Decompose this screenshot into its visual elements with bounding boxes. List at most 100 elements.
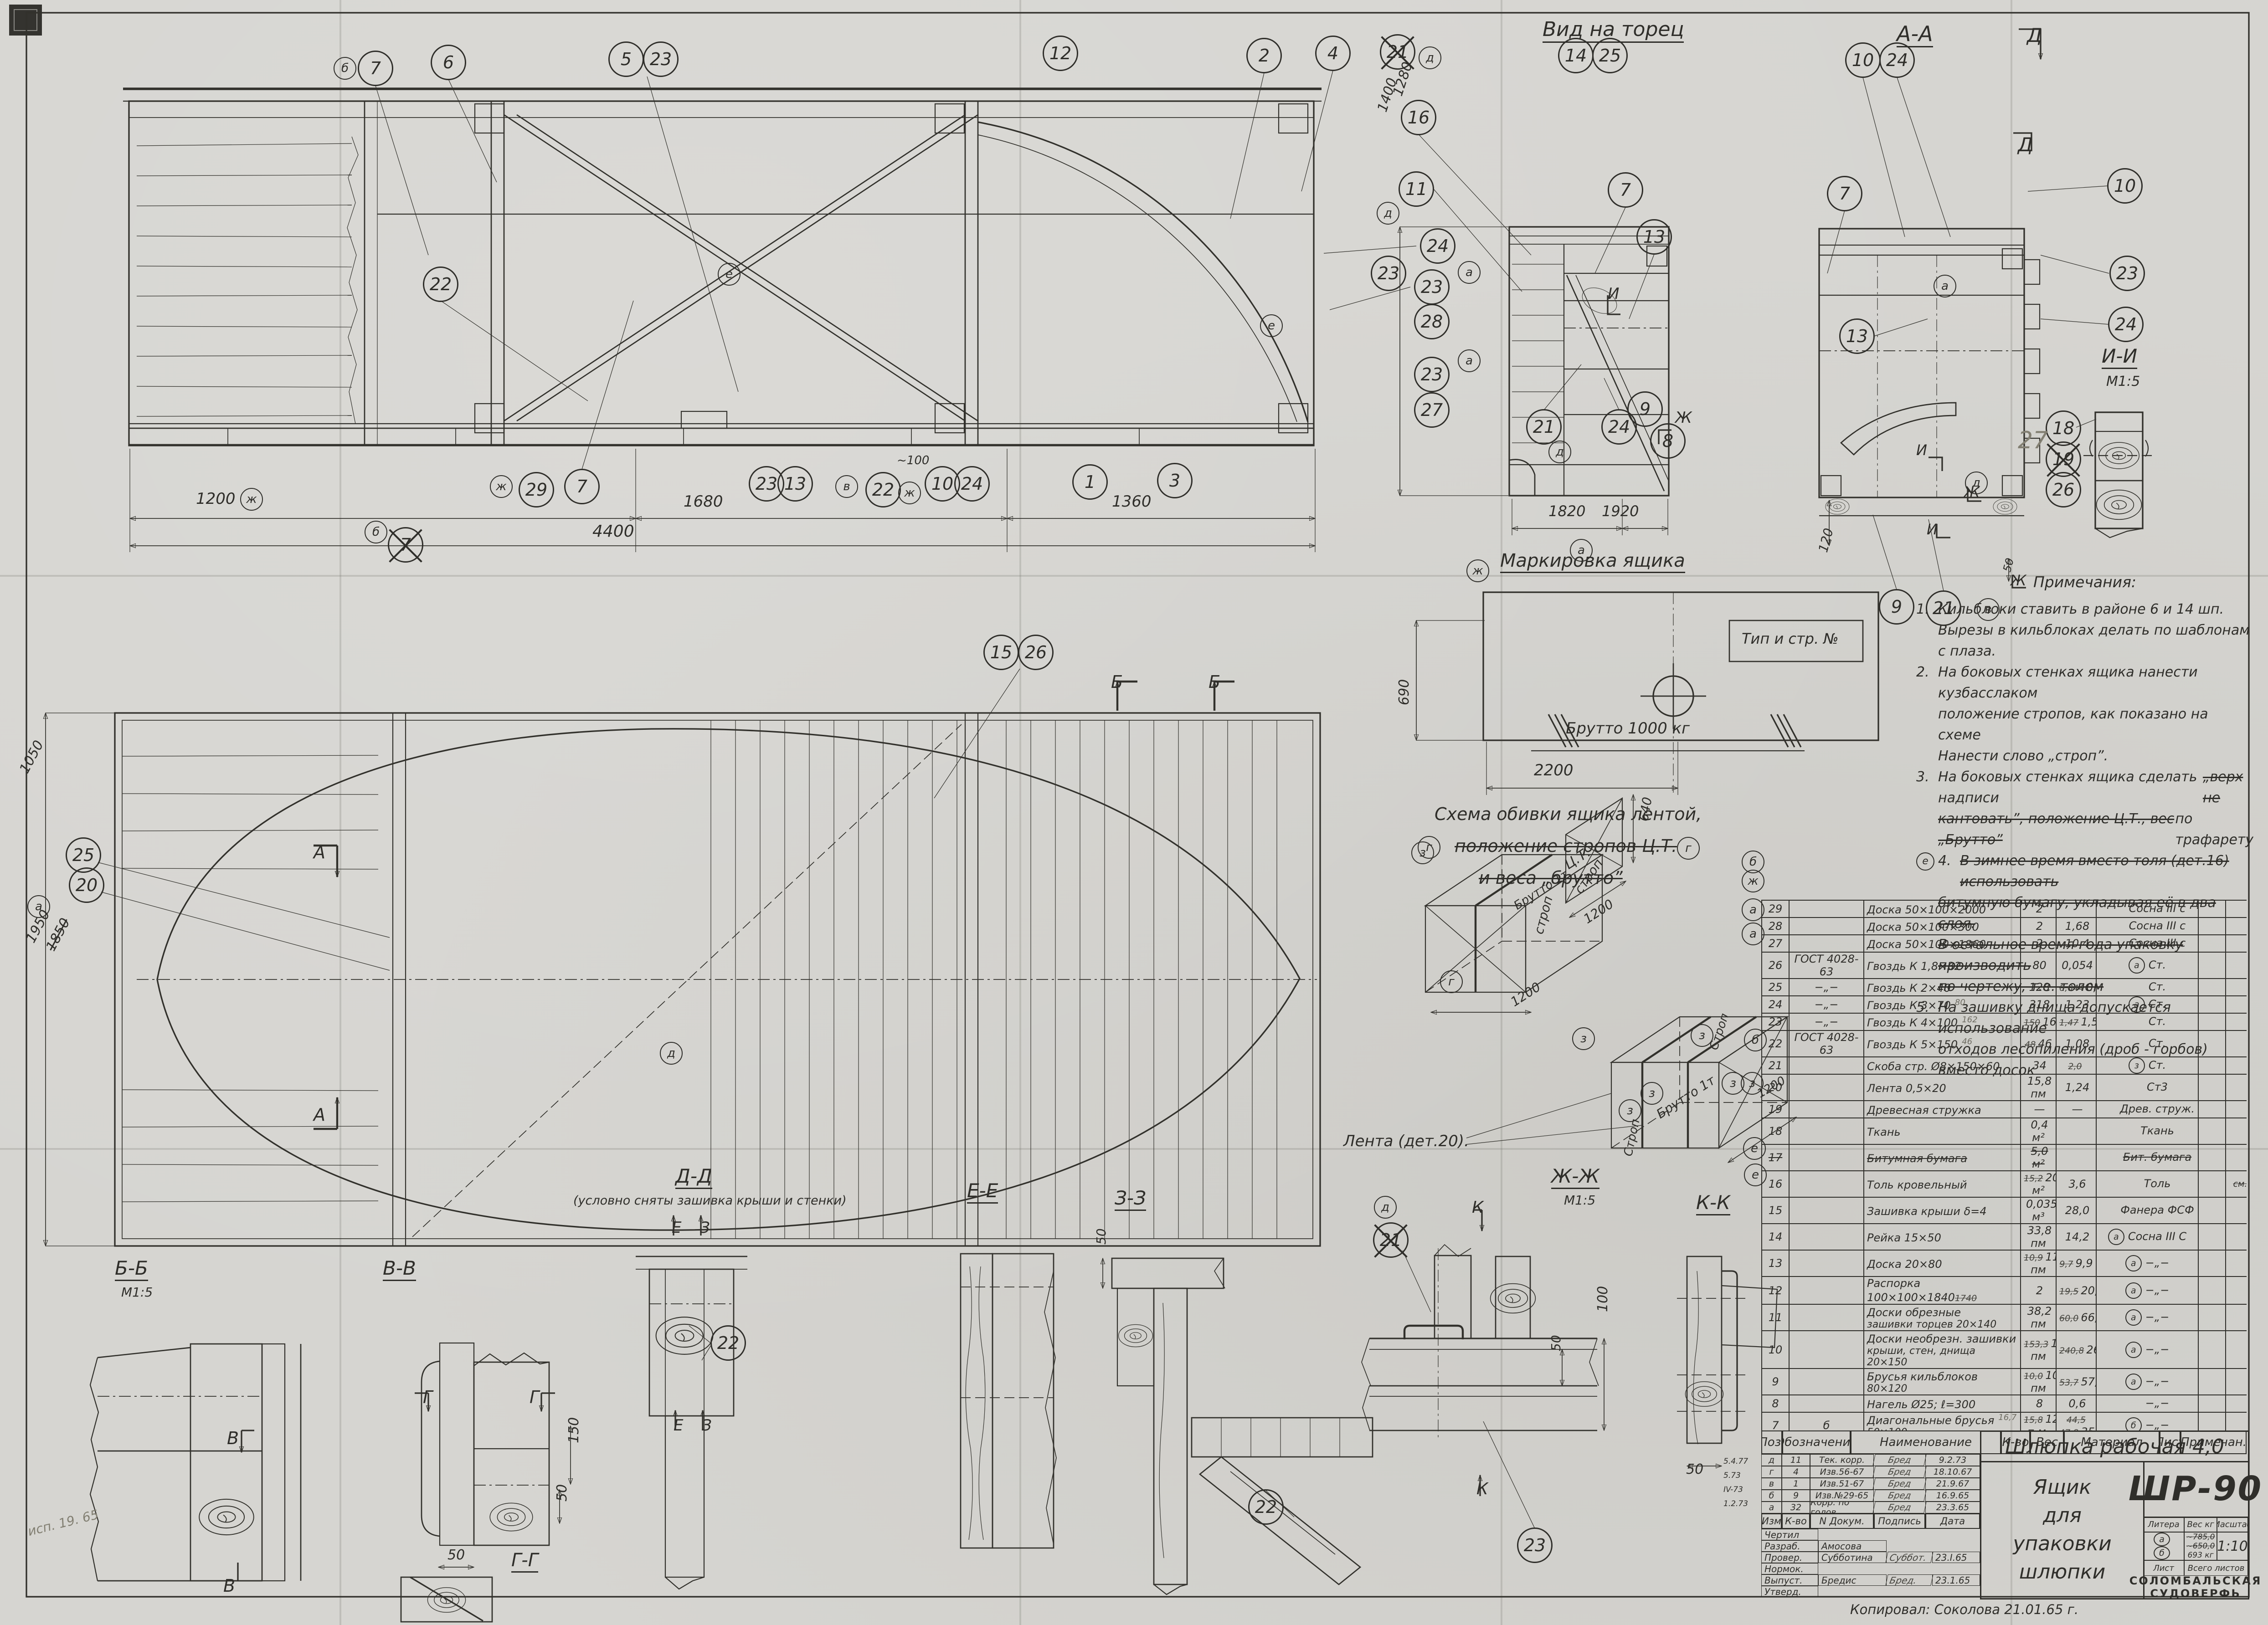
callout-13: 13 [1636, 219, 1672, 255]
note-number: 3. [1916, 769, 1929, 785]
view-label: А-А [1897, 23, 1933, 48]
view-label: Ж-Ж [1551, 1166, 1599, 1189]
text-label: положение стропов Ц.Т. [1455, 836, 1677, 856]
callout-9: 9 [1627, 391, 1663, 427]
note-text: положение стропов, как показано на схеме [1938, 706, 2208, 743]
callout-10: 10 [2107, 168, 2143, 204]
rev-column-header: Подпись [1874, 1513, 1925, 1529]
callout-1: 1 [1072, 464, 1108, 500]
note-line: 1.Кильблоки ставить в районе 6 и 14 шп. [1916, 599, 2253, 620]
text-label: З [700, 1219, 710, 1237]
staff-role: Провер. [1761, 1552, 1818, 1563]
litera-weight-scale-header: Литера Вес кг Масштаб [2143, 1517, 2248, 1532]
note-text: В зимнее время вместо толя (дет.16) испо… [1960, 853, 2229, 890]
rev-signature: Бред [1872, 1502, 1927, 1513]
copied-by: Копировал: Соколова 21.01.65 г. [1850, 1602, 2079, 1617]
rev-doc: Изв.56-67 [1810, 1466, 1874, 1478]
text-label: 27 [2018, 427, 2048, 454]
letter-callout-з: з [1691, 1024, 1713, 1047]
rev-mark: д [1761, 1454, 1782, 1466]
callout-7: 7 [388, 527, 423, 563]
note-line: Нанести слово „строп”. [1938, 746, 2253, 767]
note-text: кантовать”, положение Ц.Т., вес „Брутто” [1938, 811, 2175, 848]
callout-21: 21 [1373, 1222, 1409, 1258]
revision-table: д 11 Тек. корр. Бред 9.2.73 г 4 Изв.56-6… [1761, 1454, 1980, 1513]
staff-table: Чертил Разраб. Амосова Провер. Субботина… [1761, 1529, 1980, 1597]
sheet-row: Лист Всего листов [2143, 1560, 2248, 1576]
text-label: В [227, 1428, 239, 1448]
callout-4: 4 [1315, 36, 1351, 71]
text-label: 690 [1396, 679, 1412, 705]
letter-callout-а: а [27, 895, 50, 918]
weight-label: Вес кг [2184, 1517, 2217, 1532]
callout-13: 13 [777, 466, 813, 502]
margin-date: 5.73 [1723, 1471, 1741, 1480]
text-label: 50 [447, 1547, 465, 1563]
staff-role: Утверд. [1761, 1586, 1818, 1597]
text-label: К [1476, 1480, 1488, 1498]
view-label: И-И [2102, 346, 2137, 369]
table-row: 17 Битумная бумага 5,0 м² Бит. бумага [1761, 1144, 2247, 1171]
letter-callout-ж: ж [490, 475, 513, 498]
rev-mark: г [1761, 1466, 1782, 1478]
staff-signature: Бред. [1885, 1574, 1934, 1586]
staff-name: Бредис [1818, 1574, 1887, 1586]
rev-column-header: N Докум. [1810, 1513, 1874, 1529]
text-label: И [1916, 441, 1927, 459]
text-label: Лента (дет.20). [1343, 1132, 1469, 1150]
text-label: Г [530, 1387, 540, 1407]
staff-role: Выпуст. [1761, 1574, 1818, 1586]
litera-weight-scale-values: а б ~785,0 ~650,0 693 кг 1:10 [2143, 1532, 2248, 1560]
letter-callout-з: з [1572, 1027, 1595, 1050]
callout-23: 23 [1414, 357, 1450, 392]
callout-21: 21 [1526, 409, 1562, 445]
note-number: 1. [1916, 601, 1929, 617]
callout-29: 29 [519, 472, 554, 507]
staff-date: 23.I.65 [1932, 1552, 1980, 1563]
text-label: А [314, 1105, 325, 1125]
fold-line [339, 0, 341, 1625]
rev-qty: 11 [1782, 1454, 1810, 1466]
callout-24: 24 [1879, 42, 1915, 78]
callout-7: 7 [1608, 172, 1643, 208]
text-label: З [702, 1416, 712, 1435]
text-label: 50 [1686, 1461, 1704, 1477]
column-header: Обозначение [1782, 1430, 1851, 1454]
callout-23: 23 [2109, 256, 2145, 291]
fold-line [1019, 0, 1021, 1625]
rev-column-header: Дата [1925, 1513, 1980, 1529]
organization: СОЛОМБАЛЬСКАЯ СУДОВЕРФЬ [2129, 1574, 2262, 1600]
letter-callout-д: д [660, 1042, 683, 1065]
view-label: Е-Е [967, 1180, 998, 1204]
parts-table: 29 Доска 50×100×2000 2 Сосна III с 28 До… [1761, 900, 2247, 1431]
staff-role: Разраб. [1761, 1540, 1818, 1552]
margin-date: 1.2.73 [1723, 1499, 1749, 1508]
column-header: Поз. [1761, 1430, 1782, 1454]
table-row: 12 Распорка 100×100×18401740 2 19,520,6 … [1761, 1276, 2247, 1305]
text-label: и веса „брутто” [1479, 868, 1623, 888]
callout-28: 28 [1414, 304, 1450, 339]
callout-16: 16 [1401, 100, 1436, 135]
text-label: Схема обивки ящика лентой, [1435, 804, 1702, 824]
callout-9: 9 [1879, 589, 1914, 625]
letter-callout-д: д [1965, 472, 1988, 494]
text-label: М1:5 [121, 1285, 153, 1300]
text-label: К [1472, 1198, 1484, 1217]
letter-callout-в: в [1977, 598, 2000, 621]
rev-signature: Бред [1872, 1466, 1927, 1478]
callout-23: 23 [643, 41, 679, 77]
view-label: Маркировка ящика [1500, 551, 1685, 573]
staff-name: Субботина [1818, 1552, 1887, 1563]
text-label: 1200 [196, 490, 236, 508]
staff-role: Нормок. [1761, 1563, 1818, 1574]
letter-callout-д: д [1419, 46, 1441, 69]
notes-title: Примечания: [2033, 573, 2137, 591]
fold-line [0, 575, 2268, 577]
view-label: Д-Д [675, 1166, 712, 1189]
rev-date: 9.2.73 [1925, 1454, 1980, 1466]
letter-callout-е: е [1260, 314, 1283, 337]
